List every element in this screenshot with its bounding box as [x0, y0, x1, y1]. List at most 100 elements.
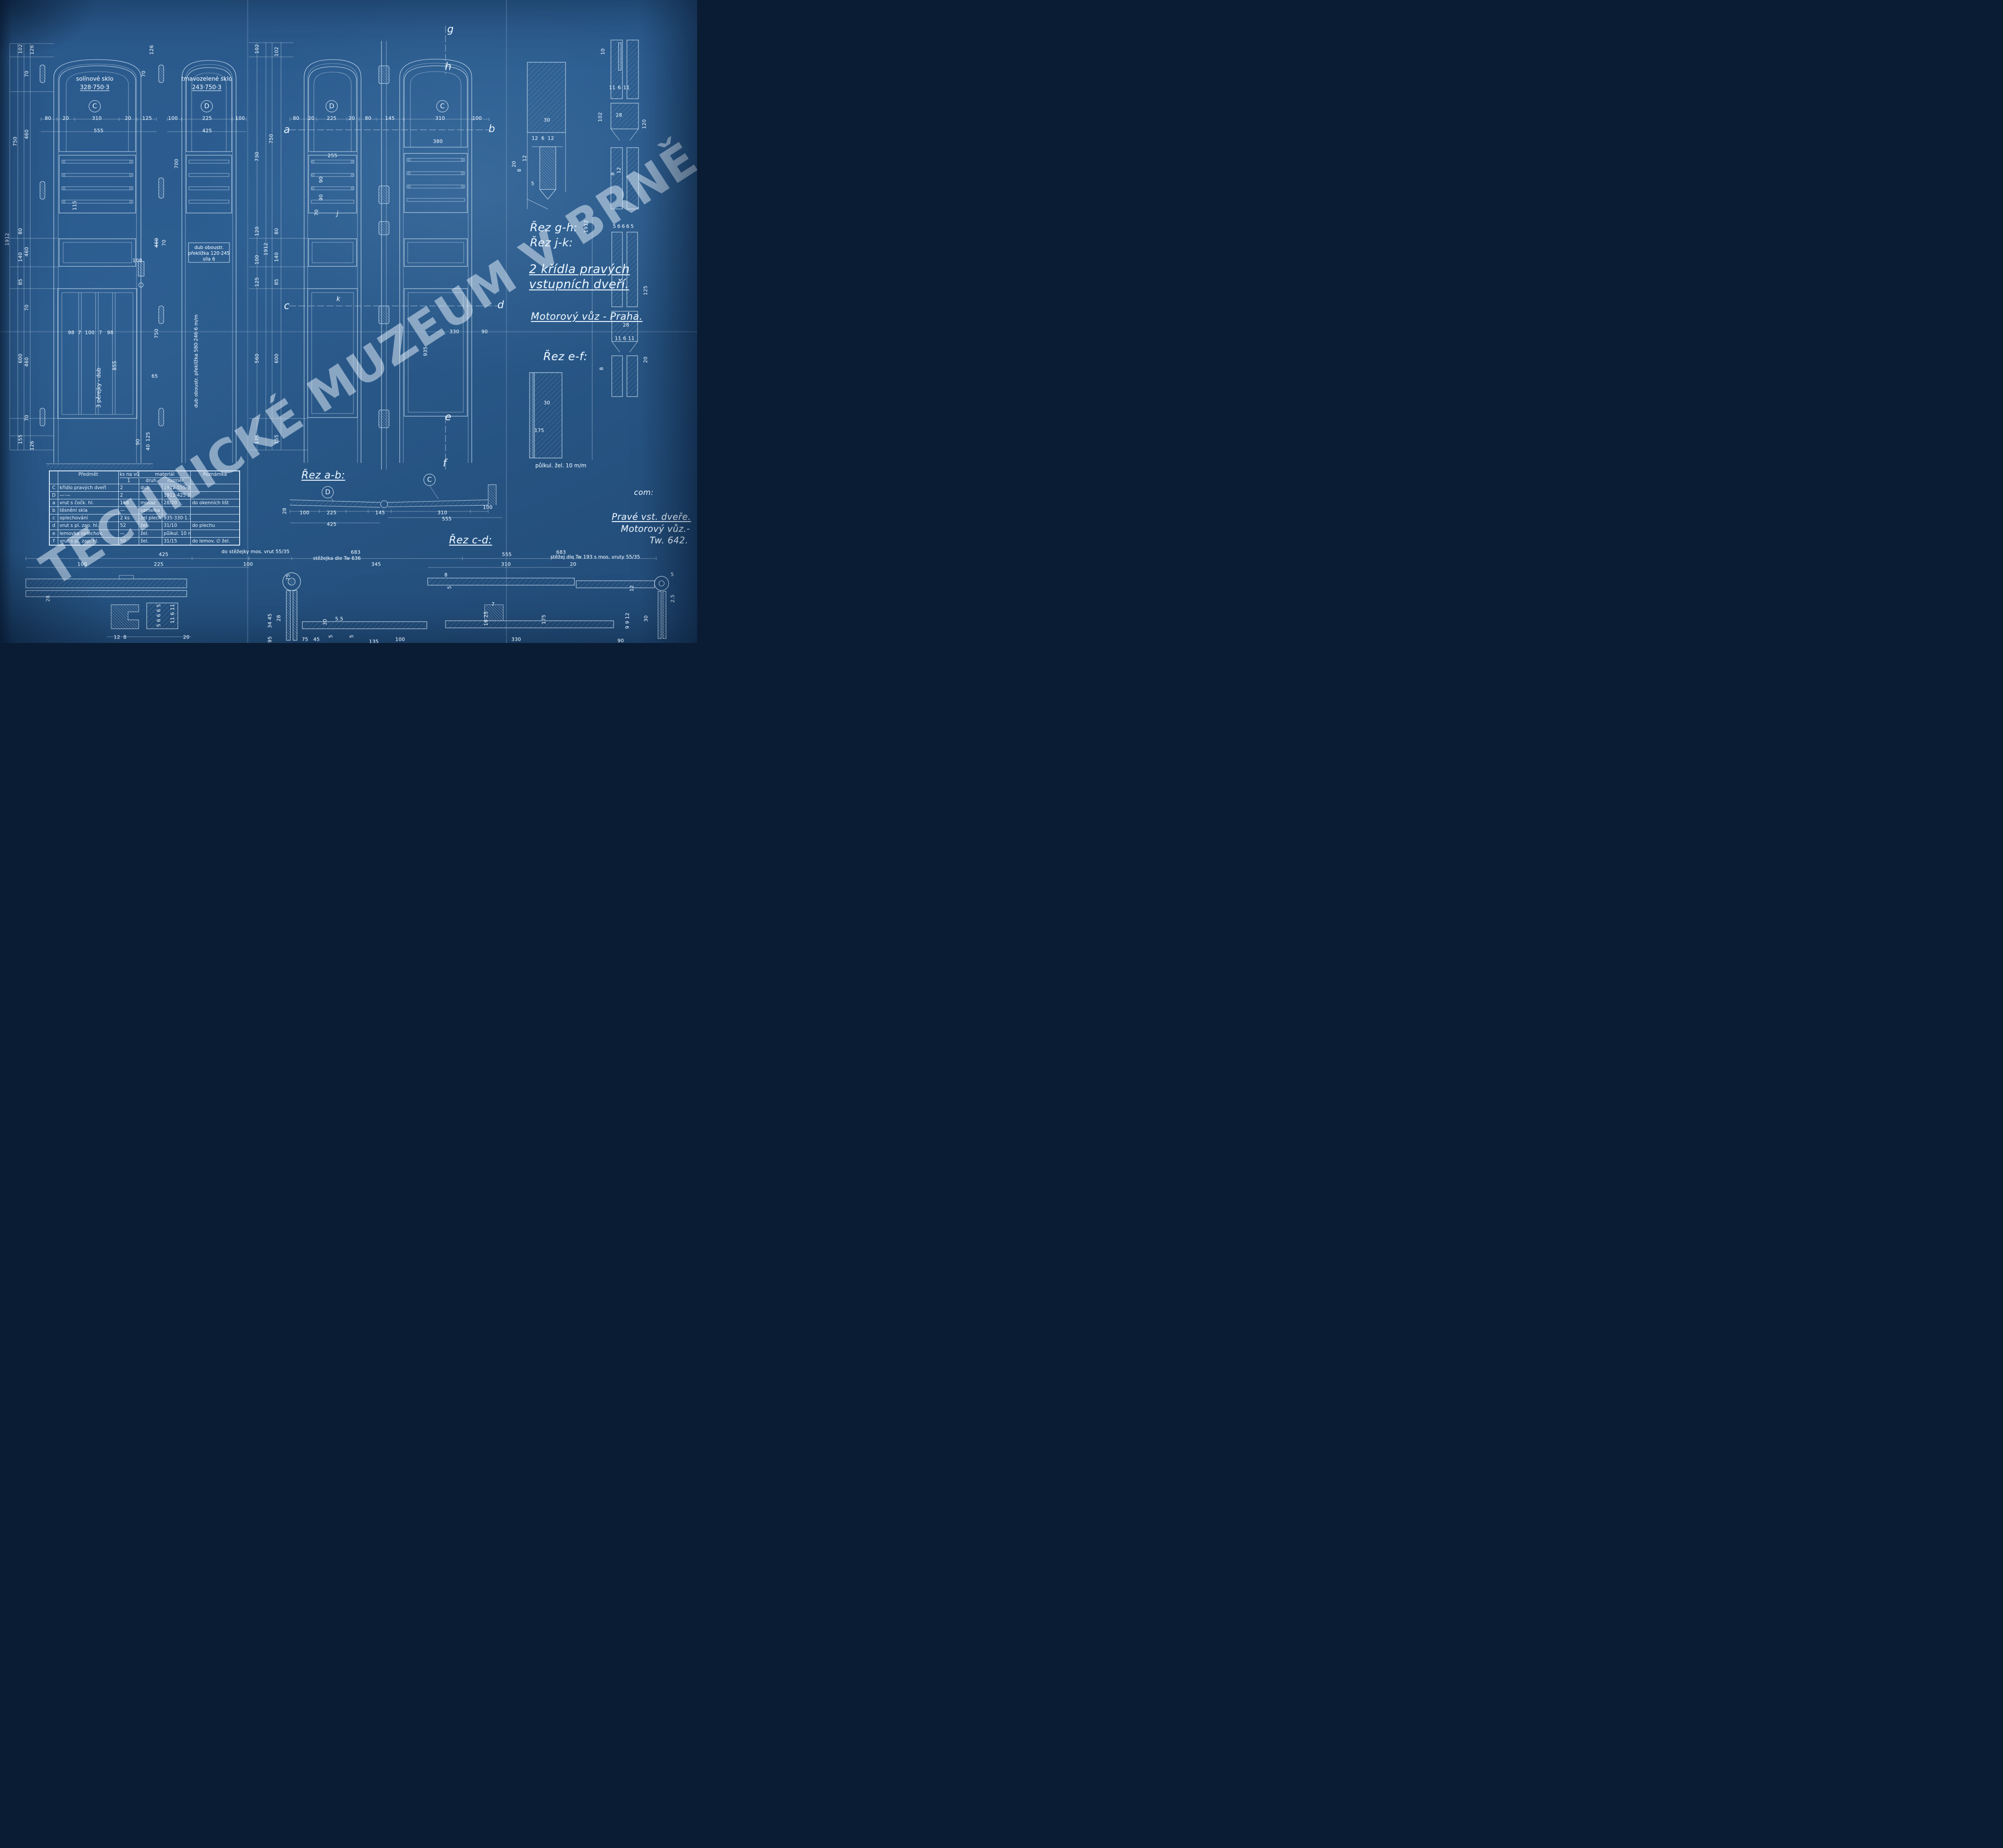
cell-ks: 52 [118, 522, 139, 530]
perejky-note: 3 pěrejky - dub [96, 367, 102, 408]
cell-predmet: lemovka oplechov. [58, 530, 118, 537]
cell-letter: a [52, 500, 56, 506]
cell-poznamka [190, 484, 239, 492]
cell-druh: žel. [139, 530, 162, 537]
keyhole-icon [138, 282, 144, 288]
blueprint-linework [0, 0, 697, 643]
table-row: f vrut s pl. zap. hl. 50 žel. 31/15 do l… [50, 537, 239, 545]
cell-poznamka [190, 507, 239, 514]
stezejka-note-right: stěžej dle Tw 193 s mos. vruty 55/35 [550, 554, 640, 560]
cell-letter: b [52, 508, 56, 514]
hinge-icon [158, 64, 164, 426]
section-ab-drawing [289, 484, 502, 523]
dimension-lines-middle [249, 42, 309, 450]
header-predmet: Předmět [58, 471, 118, 484]
cell-ks: 2 [118, 484, 139, 492]
cell-letter: C [52, 485, 56, 491]
table-row: a vrut s čočk. hl. 168 mosaz 28/20 do ok… [50, 499, 239, 507]
lock-icon [138, 261, 145, 277]
cell-druh: samelka [139, 507, 162, 514]
title-block-line2: Motorový vůz.- [621, 523, 690, 534]
bottom-hinge-detail [249, 557, 463, 641]
door-d-left-elevation [158, 60, 237, 463]
materials-table-header: Předmět ks na vůz 1 materiál druh rozměr… [50, 471, 239, 484]
table-row: d vrut s pl. zap. hl. 52 žel. 31/10 do p… [50, 522, 239, 530]
section-cd-title: Řez c-d: [449, 534, 492, 546]
cell-poznamka: do lemov. ∅ žel. [190, 537, 239, 545]
glass-note-1: solínové sklo [76, 76, 113, 83]
cell-letter: D [52, 493, 56, 498]
cell-druh: žel. [139, 537, 162, 545]
cell-rozmer: 1912·555·30 [162, 484, 190, 492]
cell-poznamka [190, 530, 239, 537]
title-block-drawing-number: Tw. 642. [650, 535, 688, 546]
cell-letter: e [52, 530, 56, 536]
header-material-label: materiál [155, 472, 175, 477]
cell-rozmer: 1912·425·28 [162, 492, 190, 499]
glass-size-2: 243·750·3 [192, 84, 222, 91]
ground-hatch [46, 464, 153, 469]
cell-druh [139, 492, 162, 499]
center-hinge-pillar [378, 41, 389, 470]
table-row: b těsnění skla — samelka [50, 506, 239, 514]
cell-ks: 168 [118, 499, 139, 507]
section-detail-top [527, 62, 566, 209]
cell-predmet: oplechování [58, 514, 118, 522]
cell-druh: dub [139, 484, 162, 492]
header-druh: druh [145, 478, 157, 484]
dimension-lines-left [9, 43, 59, 450]
cell-predmet: vrut s čočk. hl. [58, 499, 118, 507]
cell-ks: 2 ks [118, 514, 139, 522]
stezejka-note-mid: stěžejka dle Tw 636 [313, 555, 361, 561]
cell-predmet: těsnění skla [58, 507, 118, 514]
header-ks-sub: 1 [120, 478, 138, 483]
cell-druh: žel plech [139, 514, 162, 522]
cell-letter: f [53, 538, 55, 544]
section-cut-lines [289, 26, 500, 470]
section-gh-title: Řez g-h: [530, 221, 578, 234]
cell-predmet: vrut s pl. zap. hl. [58, 537, 118, 545]
cell-rozmer: 31/15 [162, 537, 190, 545]
cell-poznamka [190, 492, 239, 499]
cell-rozmer: 31/10 [162, 522, 190, 530]
cell-rozmer [162, 507, 190, 514]
table-row: C křídlo pravých dveří 2 dub 1912·555·30 [50, 484, 239, 492]
window-frame-profile-upper [610, 40, 639, 209]
cell-druh: žel. [139, 522, 162, 530]
cell-ks: — [118, 530, 139, 537]
dimension-ticks [40, 117, 490, 121]
cell-rozmer: 935·330·1.75 [162, 514, 190, 522]
cell-predmet: křídlo pravých dveří [58, 484, 118, 492]
cell-poznamka: do okenních lišt [190, 499, 239, 507]
plywood-note-line1: dub oboustr. [194, 245, 224, 250]
dimension-lines-top [40, 117, 490, 132]
cell-rozmer: půlkul. 10 m/m [162, 530, 190, 537]
glass-note-2: tmavozelené sklo [181, 76, 233, 83]
pulkul-note: půlkul. žel. 10 m/m [535, 462, 586, 469]
cell-poznamka [190, 514, 239, 522]
cell-predmet: vrut s pl. zap. hl. [58, 522, 118, 530]
drawing-subheading: Motorový vůz - Praha. [531, 311, 643, 322]
section-ef-title: Řez e-f: [543, 350, 588, 363]
materials-table: Předmět ks na vůz 1 materiál druh rozměr… [49, 470, 240, 546]
plywood-note-vertical: dub oboustr. překlížka 580·246·6 m/m [193, 314, 199, 408]
door-d-right-elevation [304, 59, 361, 463]
title-block-line1: Pravé vst. dveře. [611, 511, 691, 522]
door-c-left-elevation [40, 59, 153, 469]
section-ab-title: Řez a-b: [301, 470, 345, 481]
cell-rozmer: 28/20 [162, 499, 190, 507]
hinge-icon [40, 64, 45, 426]
cell-ks: 2 [118, 492, 139, 499]
cell-letter: c [52, 515, 55, 521]
header-poznamka: Poznámka [190, 471, 239, 484]
fold-lines [0, 0, 697, 643]
glass-size-1: 328·750·3 [80, 84, 110, 91]
header-rozmer: rozměr [167, 478, 184, 484]
plywood-note-line3: síla 6 [203, 257, 215, 262]
bottom-profile-detail-left [107, 603, 191, 637]
header-ks-label: ks na vůz [120, 472, 139, 477]
table-row: c oplechování 2 ks žel plech 935·330·1.7… [50, 514, 239, 522]
header-ks: ks na vůz 1 [118, 471, 139, 484]
stezejka-note-left: do stěžejky mos. vrut 55/35 [221, 549, 290, 554]
